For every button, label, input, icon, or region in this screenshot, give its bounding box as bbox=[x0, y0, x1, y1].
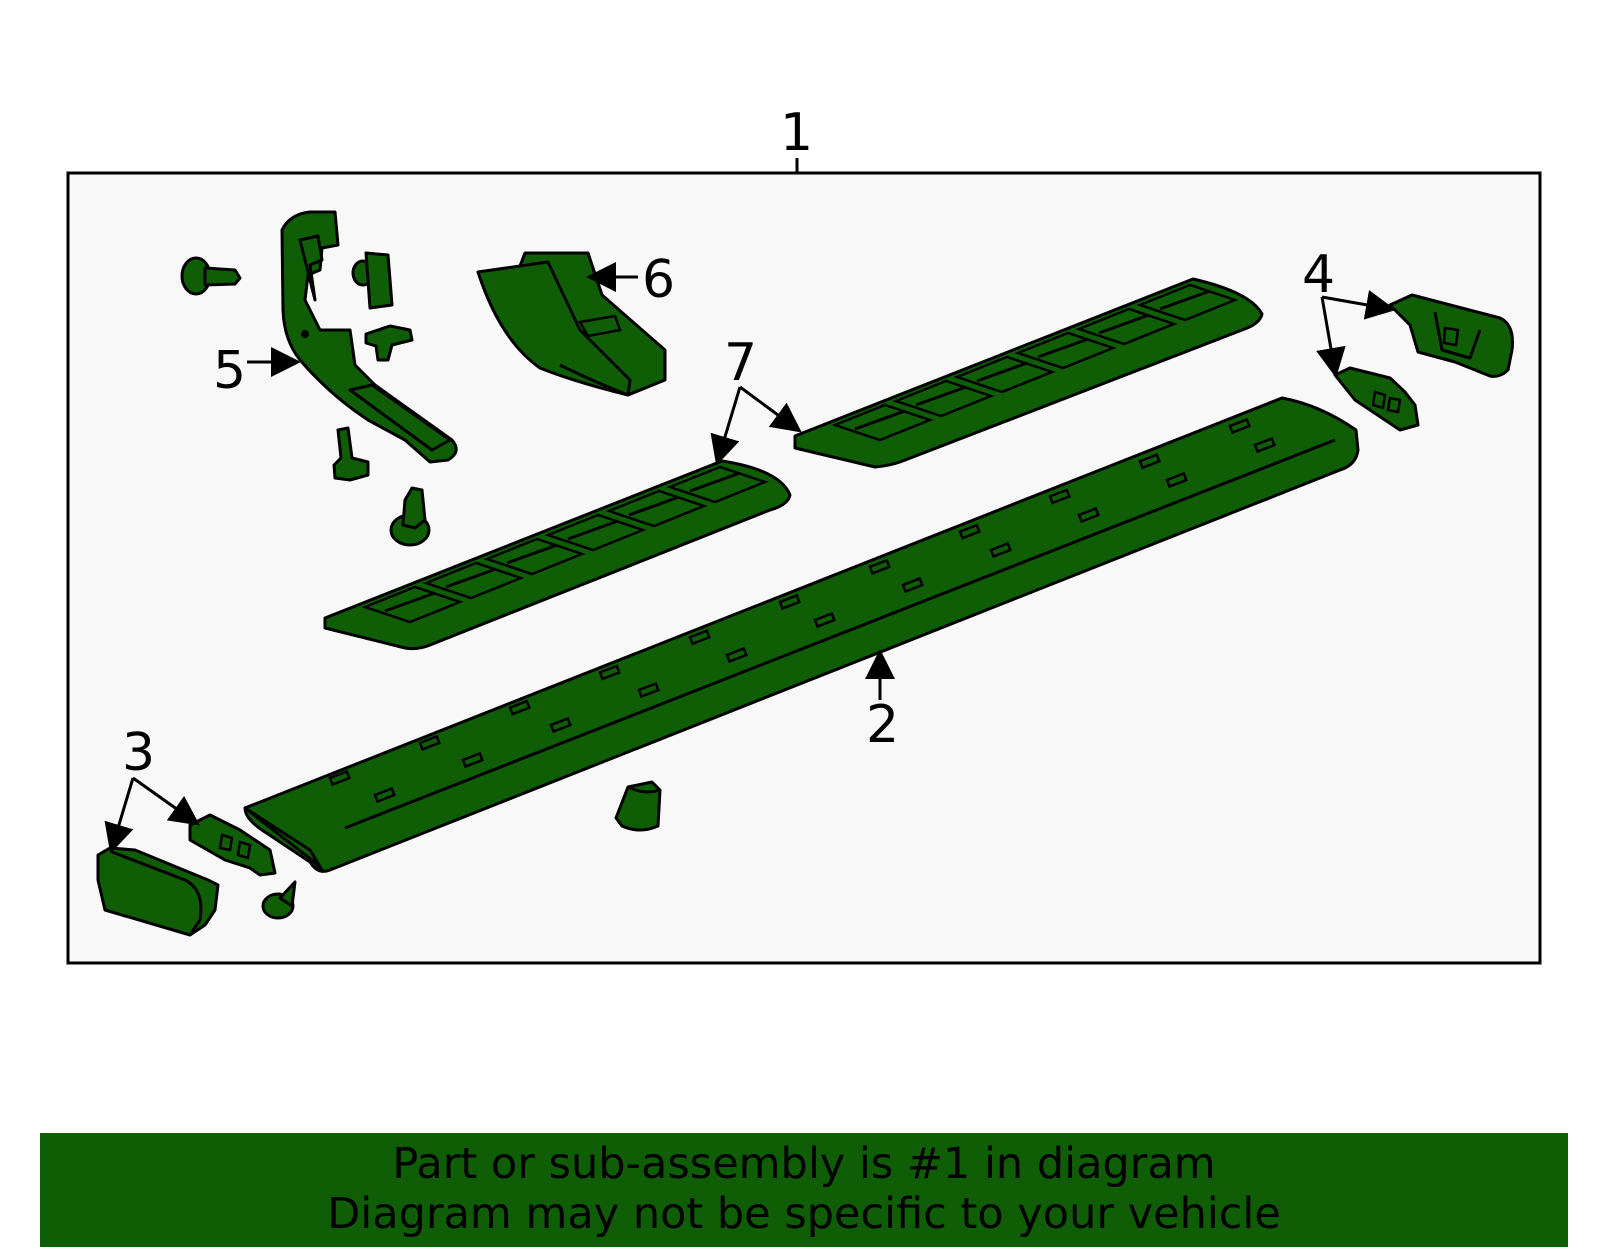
callout-3-leader-a bbox=[104, 777, 135, 854]
pad-rib-line bbox=[506, 543, 558, 565]
pad-rib-line bbox=[1037, 337, 1089, 359]
banner-line-1: Part or sub-assembly is #1 in diagram bbox=[392, 1139, 1216, 1189]
pad-rib bbox=[605, 489, 708, 528]
board-slot bbox=[1253, 436, 1276, 454]
board-slot bbox=[1165, 471, 1188, 489]
bolt-lower bbox=[389, 486, 431, 547]
pad-rib-line bbox=[628, 495, 680, 517]
pad-rib-line bbox=[1098, 313, 1150, 335]
board-slot bbox=[958, 523, 981, 540]
board-slot bbox=[688, 629, 711, 646]
info-banner: Part or sub-assembly is #1 in diagram Di… bbox=[40, 1133, 1568, 1247]
callout-7: 7 bbox=[724, 333, 757, 393]
callout-4: 4 bbox=[1302, 245, 1335, 305]
bolt-top-left bbox=[180, 256, 242, 296]
pad-rib-line bbox=[854, 409, 906, 431]
pad-rib bbox=[892, 379, 995, 418]
running-board bbox=[243, 396, 1360, 873]
pad-rib bbox=[666, 465, 769, 504]
board-slot bbox=[637, 681, 660, 699]
pad-rib bbox=[953, 355, 1056, 394]
board-slot bbox=[1077, 506, 1100, 524]
trim-cover bbox=[476, 251, 667, 397]
callout-2: 2 bbox=[866, 695, 899, 755]
pad-rib-line bbox=[915, 385, 967, 407]
pad-rib bbox=[1136, 283, 1239, 322]
end-bracket-rear bbox=[1333, 366, 1420, 432]
pad-rib-line bbox=[1159, 289, 1211, 311]
end-bracket-front bbox=[188, 813, 277, 877]
board-slot bbox=[373, 786, 396, 804]
board-slot bbox=[813, 611, 836, 629]
callout-3: 3 bbox=[122, 723, 155, 783]
board-slot bbox=[1138, 453, 1161, 470]
pad-rib-line bbox=[567, 519, 619, 541]
banner-line-2: Diagram may not be specific to your vehi… bbox=[327, 1189, 1281, 1239]
callout-6: 6 bbox=[642, 250, 675, 310]
pad-rib bbox=[483, 537, 586, 576]
board-slot bbox=[989, 541, 1012, 559]
board-slot bbox=[868, 558, 891, 575]
step-pad-left bbox=[323, 459, 792, 651]
step-pad-right bbox=[793, 277, 1264, 469]
board-slot bbox=[598, 664, 621, 681]
board-slot bbox=[418, 734, 441, 751]
board-slot bbox=[901, 576, 924, 594]
callout-4-leader-b bbox=[1316, 296, 1346, 378]
board-slot bbox=[1048, 488, 1071, 505]
end-cap-rear bbox=[1388, 293, 1514, 378]
pad-rib bbox=[422, 561, 525, 600]
bolt-middle bbox=[332, 426, 370, 482]
pad-rib bbox=[544, 513, 647, 552]
callout-5: 5 bbox=[213, 341, 246, 401]
pad-rib bbox=[831, 403, 934, 442]
board-slot bbox=[1228, 417, 1251, 435]
callout-3-leader-b bbox=[132, 776, 200, 826]
clip-small bbox=[364, 324, 414, 362]
board-slot bbox=[461, 751, 484, 769]
callout-7-leader-a bbox=[710, 386, 742, 466]
pad-rib-line bbox=[689, 471, 741, 493]
pad-rib bbox=[1075, 307, 1178, 346]
pad-rib-line bbox=[445, 567, 497, 589]
cap-plug bbox=[614, 780, 662, 832]
pad-rib-line bbox=[384, 591, 436, 613]
board-slot bbox=[725, 646, 748, 664]
pad-rib-line bbox=[976, 361, 1028, 383]
clip-top bbox=[351, 251, 394, 310]
board-slot bbox=[549, 716, 572, 734]
callout-1: 1 bbox=[780, 103, 813, 163]
board-slot bbox=[508, 699, 531, 716]
pad-rib bbox=[1014, 331, 1117, 370]
board-slot bbox=[328, 769, 351, 787]
board-slot bbox=[778, 593, 801, 611]
callout-7-leader-b bbox=[739, 385, 802, 433]
pad-rib bbox=[361, 585, 464, 624]
bolt-bottom-left bbox=[261, 880, 297, 920]
callout-4-leader-a bbox=[1321, 290, 1396, 320]
